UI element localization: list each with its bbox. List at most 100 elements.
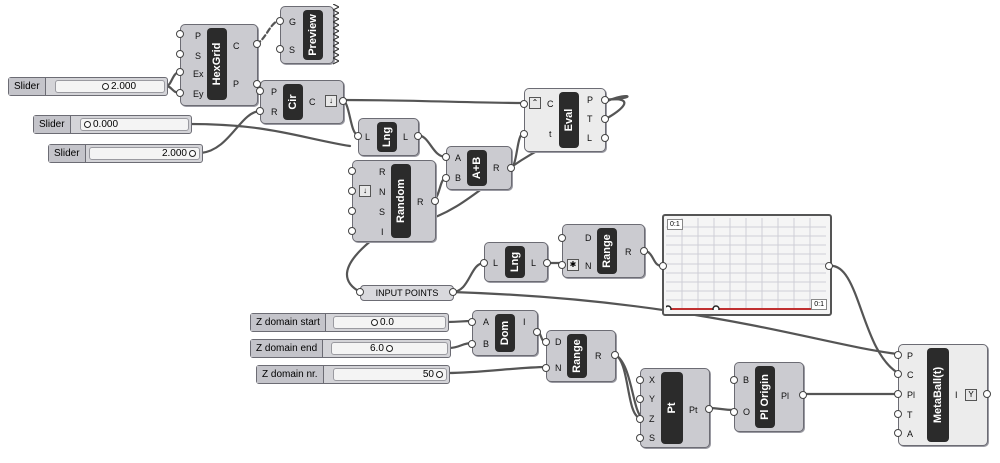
wire: [826, 264, 900, 375]
grip[interactable]: [176, 68, 184, 76]
grip[interactable]: [894, 351, 902, 359]
grip[interactable]: [253, 40, 261, 48]
slider-track[interactable]: 0.000: [80, 118, 189, 131]
grip[interactable]: [640, 247, 648, 255]
input-points-panel[interactable]: INPUT POINTS: [360, 285, 454, 301]
grip[interactable]: [468, 318, 476, 326]
grip[interactable]: [520, 100, 528, 108]
offset-slider[interactable]: Slider 0.000: [33, 115, 192, 134]
addition-component[interactable]: A B A+B R: [446, 146, 512, 190]
grip[interactable]: [659, 262, 667, 270]
slider-track[interactable]: 50: [333, 368, 447, 381]
radius-slider[interactable]: Slider 2.000: [8, 77, 168, 96]
slider-knob[interactable]: [189, 149, 196, 157]
grip[interactable]: [348, 187, 356, 195]
grip[interactable]: [983, 390, 991, 398]
grip[interactable]: [601, 115, 609, 123]
grip[interactable]: [894, 370, 902, 378]
grip[interactable]: [348, 227, 356, 235]
point-component[interactable]: X Y Z S Pt Pt: [640, 368, 710, 448]
input-label: A: [483, 317, 490, 327]
grip[interactable]: [276, 17, 284, 25]
z-end-slider[interactable]: Z domain end 6.0: [250, 339, 451, 358]
preview-component[interactable]: G S Preview: [280, 4, 339, 65]
grip[interactable]: [431, 197, 439, 205]
grip[interactable]: [176, 30, 184, 38]
grip[interactable]: [507, 164, 515, 172]
grip[interactable]: [354, 132, 362, 140]
grip[interactable]: [894, 410, 902, 418]
z-nr-slider[interactable]: Z domain nr. 50: [256, 365, 450, 384]
input-label: A: [907, 429, 914, 439]
slider-track[interactable]: 2.000: [89, 147, 200, 160]
grip[interactable]: [356, 288, 364, 296]
grip[interactable]: [480, 259, 488, 267]
grip[interactable]: [468, 340, 476, 348]
slider-label: Z domain nr.: [257, 366, 324, 383]
output-label: I: [955, 390, 958, 400]
grip[interactable]: [636, 415, 644, 423]
grip[interactable]: [533, 328, 541, 336]
cir-component[interactable]: P R Cir C ↓: [260, 80, 344, 124]
grip[interactable]: [601, 134, 609, 142]
slider-knob[interactable]: [84, 120, 91, 128]
grip[interactable]: [256, 87, 264, 95]
grip[interactable]: [825, 262, 833, 270]
slider-track[interactable]: 0.0: [333, 316, 446, 329]
slider-knob[interactable]: [436, 370, 443, 378]
wire: [446, 365, 548, 375]
plane-origin-component[interactable]: B O Pl Origin Pl: [734, 362, 804, 432]
grip[interactable]: [176, 89, 184, 97]
graph-range-flag: 0:1: [811, 299, 827, 310]
grip[interactable]: [449, 288, 457, 296]
random-component[interactable]: R ↓ N S I Random R: [352, 160, 436, 242]
grip[interactable]: [256, 107, 264, 115]
lng-component[interactable]: L Lng L: [358, 118, 419, 156]
slider-knob[interactable]: [102, 82, 109, 90]
lng-component-2[interactable]: L Lng L: [484, 242, 548, 282]
panel-label: INPUT POINTS: [375, 288, 439, 298]
grip[interactable]: [894, 390, 902, 398]
grip[interactable]: [176, 50, 184, 58]
grip[interactable]: [339, 97, 347, 105]
grip[interactable]: [442, 153, 450, 161]
range-component-2[interactable]: D N Range R: [546, 330, 616, 382]
input-label: D: [585, 233, 592, 243]
grip[interactable]: [636, 434, 644, 442]
slider-knob[interactable]: [371, 318, 378, 326]
output-label: L: [403, 132, 409, 142]
eval-component[interactable]: ⌃ C t Eval P T L: [524, 88, 606, 152]
grip[interactable]: [348, 207, 356, 215]
grip[interactable]: [520, 130, 528, 138]
grip[interactable]: [705, 405, 713, 413]
grip[interactable]: [542, 338, 550, 346]
grip[interactable]: [730, 376, 738, 384]
grip[interactable]: [636, 376, 644, 384]
grip[interactable]: [558, 234, 566, 242]
hexgrid-component[interactable]: P S Ex Ey HexGrid C P: [180, 24, 258, 106]
domain-component[interactable]: A B Dom I: [472, 310, 538, 356]
graph-mapper[interactable]: 0:1 0:1: [662, 214, 832, 316]
grip[interactable]: [558, 261, 566, 269]
grip[interactable]: [730, 408, 738, 416]
grip[interactable]: [799, 391, 807, 399]
slider-track[interactable]: 6.0: [331, 342, 448, 355]
z-start-slider[interactable]: Z domain start 0.0: [250, 313, 449, 332]
output-option-icon: Y: [965, 389, 977, 401]
metaball-component[interactable]: P C Pl T A MetaBall(t) I Y: [898, 344, 988, 446]
grip[interactable]: [543, 259, 551, 267]
grip[interactable]: [276, 45, 284, 53]
grip[interactable]: [894, 429, 902, 437]
grip[interactable]: [442, 174, 450, 182]
grip[interactable]: [601, 96, 609, 104]
grip[interactable]: [348, 167, 356, 175]
grip[interactable]: [542, 364, 550, 372]
grip[interactable]: [636, 395, 644, 403]
slider-knob[interactable]: [385, 344, 393, 352]
input-label: Z: [649, 414, 655, 424]
count-slider[interactable]: Slider 2.000: [48, 144, 203, 163]
slider-track[interactable]: 2.000: [55, 80, 165, 93]
grip[interactable]: [611, 351, 619, 359]
grip[interactable]: [414, 132, 422, 140]
range-component[interactable]: D ✱ N Range R: [562, 224, 645, 278]
